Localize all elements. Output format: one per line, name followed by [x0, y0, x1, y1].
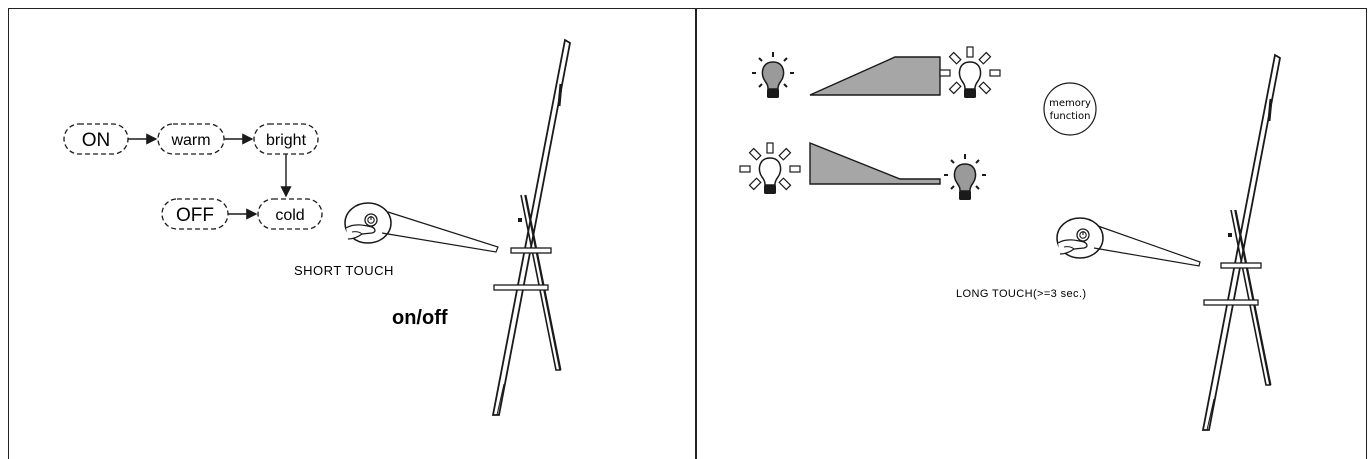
state-off-label: OFF [176, 205, 214, 226]
brightness-down-row [739, 141, 987, 201]
state-bright-label: bright [266, 132, 307, 149]
finger-touch-icon [1056, 217, 1201, 267]
state-cold-box [257, 198, 323, 230]
on-off-label: on/off [392, 307, 448, 329]
callout-lines [1093, 225, 1201, 267]
bulb-bright-icon [739, 142, 801, 195]
left-panel-short-touch [8, 8, 696, 459]
mirror-stand-icon [1201, 53, 1282, 432]
brightness-up-row [751, 46, 1001, 99]
state-cold-label: cold [275, 207, 304, 224]
memory-function-badge: memory function [1043, 82, 1097, 136]
state-flow: ON warm bright OFF cold [63, 123, 323, 230]
callout-lines [381, 211, 499, 253]
bulb-bright-icon [939, 46, 1001, 99]
mirror-stand-icon [491, 38, 572, 417]
state-on-label: ON [82, 130, 111, 151]
brightness-ramp-down [809, 141, 941, 185]
brightness-ramp-up [809, 56, 941, 96]
state-warm-label: warm [170, 132, 210, 149]
bulb-dim-icon [943, 153, 987, 201]
bulb-dim-icon [751, 51, 795, 99]
finger-touch-icon [344, 202, 499, 253]
short-touch-caption: SHORT TOUCH [294, 263, 394, 278]
right-panel-long-touch [696, 8, 1367, 459]
memory-line1: memory [1049, 98, 1091, 109]
long-touch-caption: LONG TOUCH(>=3 sec.) [956, 288, 1086, 300]
memory-line2: function [1050, 111, 1091, 122]
